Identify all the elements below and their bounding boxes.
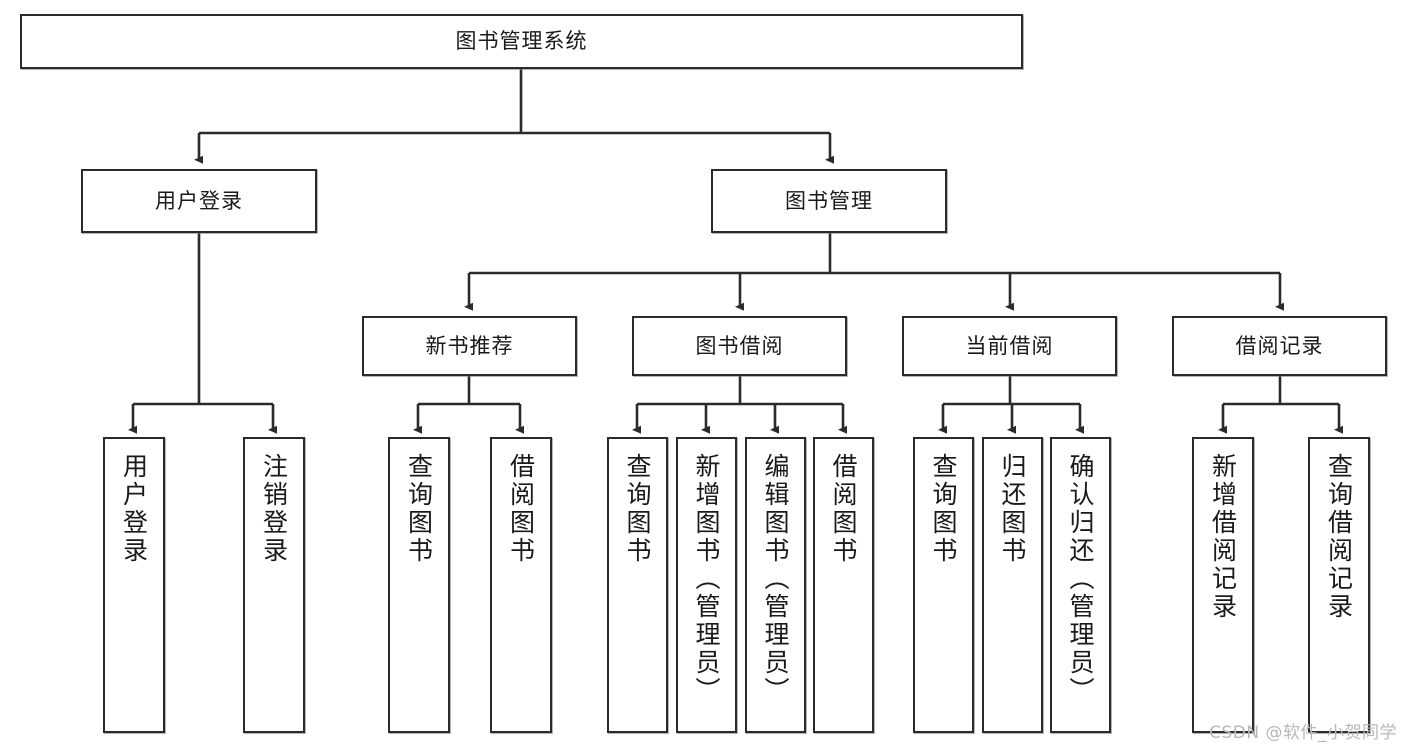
node-label: 借阅图书 bbox=[506, 453, 536, 565]
node-label: 图书管理 bbox=[785, 188, 873, 213]
leaf-user-login-signin[interactable]: 用户登录 bbox=[103, 437, 165, 733]
node-label: 编辑图书（管理员） bbox=[761, 453, 790, 705]
watermark-text: CSDN @软件_小贺同学 bbox=[1209, 723, 1397, 743]
leaf-record-query-record[interactable]: 查询借阅记录 bbox=[1308, 437, 1370, 733]
node-root-system[interactable]: 图书管理系统 bbox=[20, 14, 1023, 69]
node-label: 用户登录 bbox=[155, 188, 243, 213]
node-user-login[interactable]: 用户登录 bbox=[81, 169, 317, 233]
leaf-recommend-query-book[interactable]: 查询图书 bbox=[388, 437, 450, 733]
node-label: 新增借阅记录 bbox=[1208, 453, 1238, 621]
leaf-record-add-record[interactable]: 新增借阅记录 bbox=[1192, 437, 1254, 733]
node-book-borrow[interactable]: 图书借阅 bbox=[632, 316, 847, 376]
node-borrow-record[interactable]: 借阅记录 bbox=[1172, 316, 1387, 376]
leaf-borrow-query-book[interactable]: 查询图书 bbox=[607, 437, 668, 733]
node-label: 查询图书 bbox=[623, 453, 652, 565]
node-label: 借阅记录 bbox=[1235, 333, 1324, 358]
node-label: 新书推荐 bbox=[425, 333, 514, 358]
node-new-book-recommend[interactable]: 新书推荐 bbox=[362, 316, 577, 376]
node-label: 新增图书（管理员） bbox=[692, 453, 721, 705]
leaf-current-query-book[interactable]: 查询图书 bbox=[913, 437, 974, 733]
node-label: 注销登录 bbox=[259, 453, 289, 565]
node-label: 图书管理系统 bbox=[455, 29, 588, 54]
node-label: 用户登录 bbox=[119, 453, 149, 565]
leaf-user-login-signout[interactable]: 注销登录 bbox=[243, 437, 305, 733]
node-label: 归还图书 bbox=[998, 453, 1027, 565]
node-current-borrow[interactable]: 当前借阅 bbox=[902, 316, 1117, 376]
node-label: 确认归还（管理员） bbox=[1066, 453, 1095, 705]
node-label: 查询借阅记录 bbox=[1324, 453, 1354, 621]
node-label: 查询图书 bbox=[929, 453, 958, 565]
node-label: 借阅图书 bbox=[829, 453, 858, 565]
leaf-borrow-edit-book-admin[interactable]: 编辑图书（管理员） bbox=[745, 437, 806, 733]
leaf-borrow-borrow-book[interactable]: 借阅图书 bbox=[813, 437, 874, 733]
node-label: 查询图书 bbox=[404, 453, 434, 565]
leaf-current-return-book[interactable]: 归还图书 bbox=[982, 437, 1043, 733]
leaf-borrow-add-book-admin[interactable]: 新增图书（管理员） bbox=[676, 437, 737, 733]
leaf-current-confirm-return-admin[interactable]: 确认归还（管理员） bbox=[1050, 437, 1111, 733]
leaf-recommend-borrow-book[interactable]: 借阅图书 bbox=[490, 437, 552, 733]
node-book-management[interactable]: 图书管理 bbox=[711, 169, 947, 233]
node-label: 图书借阅 bbox=[695, 333, 784, 358]
node-label: 当前借阅 bbox=[965, 333, 1054, 358]
